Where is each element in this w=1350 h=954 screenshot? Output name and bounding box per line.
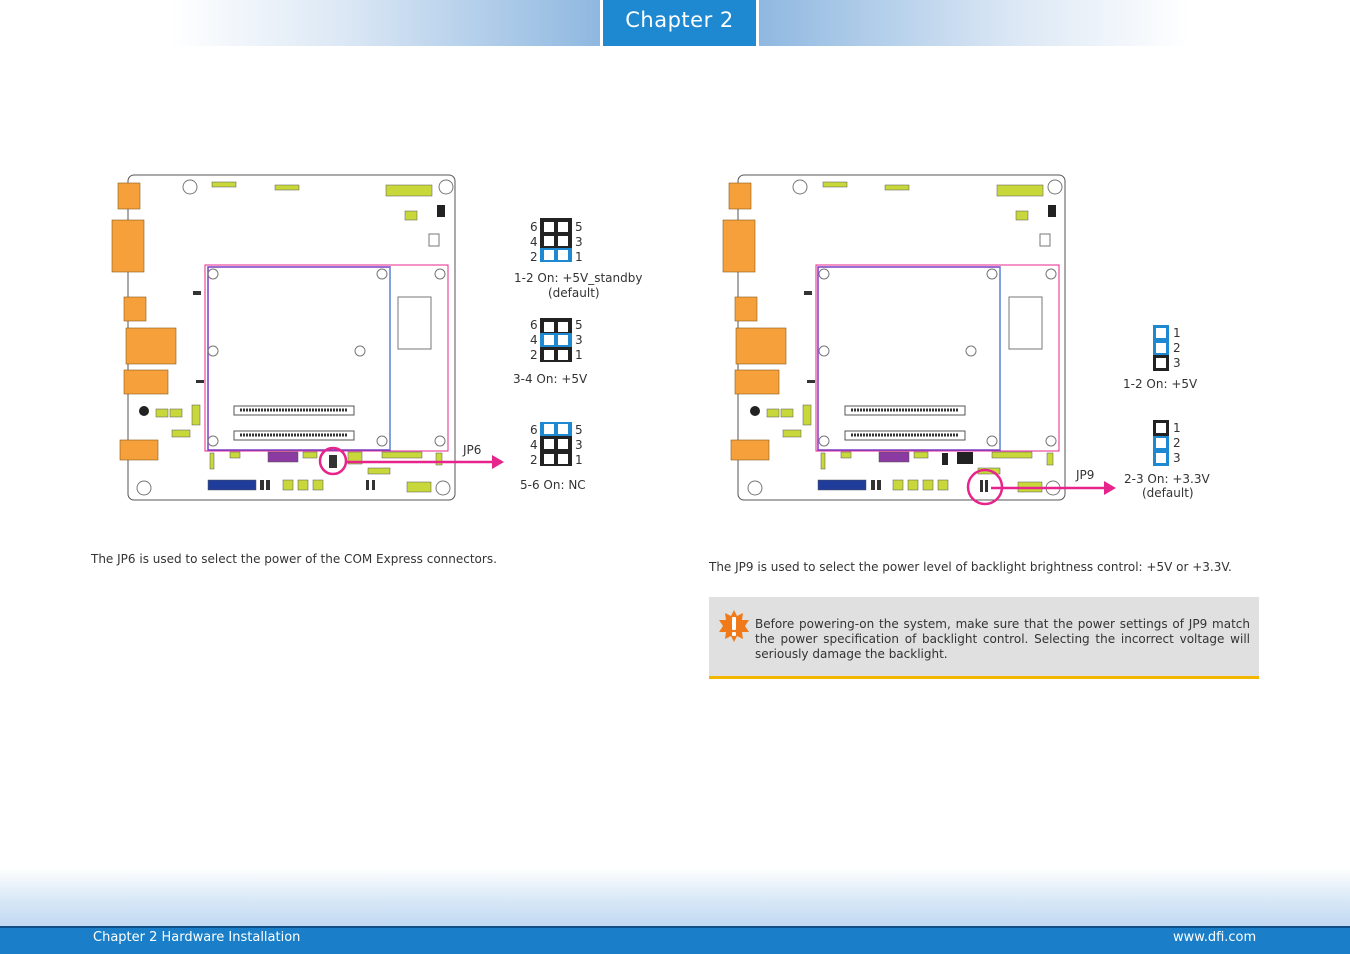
jp9-description: The JP9 is used to select the power leve… xyxy=(709,560,1232,574)
jp9-setting-diagrams xyxy=(1153,325,1169,466)
jp6-board-label: JP6 xyxy=(463,443,482,457)
jp6-board-diagram xyxy=(111,174,504,501)
warning-text: Before powering-on the system, make sure… xyxy=(755,617,1250,661)
footer-bar xyxy=(0,928,1350,954)
warning-icon xyxy=(719,610,749,642)
jp6-description: The JP6 is used to select the power of t… xyxy=(91,552,497,566)
jp9-board-label: JP9 xyxy=(1076,468,1095,482)
header-gradient-right xyxy=(759,0,1189,46)
jp9-setting-2-note: (default) xyxy=(1142,486,1194,500)
jp6-setting-1-note: (default) xyxy=(548,286,600,300)
jp9-board-diagram xyxy=(722,174,1116,506)
warning-box: Before powering-on the system, make sure… xyxy=(709,597,1259,679)
footer-chapter-title: Chapter 2 Hardware Installation xyxy=(93,930,301,945)
chapter-tab: Chapter 2 xyxy=(603,0,756,46)
footer-divider xyxy=(0,926,1350,928)
jp6-setting-diagrams xyxy=(540,218,572,466)
jp6-setting-2-label: 3-4 On: +5V xyxy=(513,372,588,386)
header-gradient-left xyxy=(170,0,600,46)
jp9-setting-1-label: 1-2 On: +5V xyxy=(1123,377,1198,391)
jp6-setting-3-label: 5-6 On: NC xyxy=(520,478,586,492)
jp9-setting-2-label: 2-3 On: +3.3V xyxy=(1124,472,1210,486)
jp6-setting-1-label: 1-2 On: +5V_standby xyxy=(514,271,643,285)
footer-website-link[interactable]: www.dfi.com xyxy=(1173,930,1257,945)
